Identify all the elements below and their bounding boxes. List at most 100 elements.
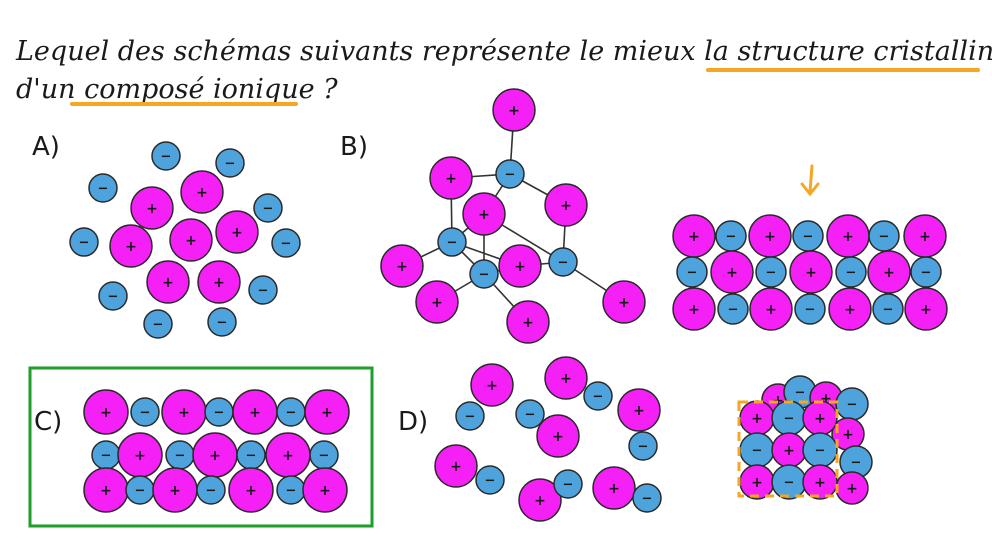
e-cation-12: +: [867, 250, 911, 294]
c-anion-9: −: [165, 440, 195, 470]
f-cation-8: +: [802, 464, 838, 500]
a-cation-10: +: [180, 170, 224, 214]
e-anion-17-circle: [794, 293, 826, 325]
c-cation-2: +: [161, 389, 207, 435]
e-anion-3-circle: [792, 220, 824, 252]
e-cation-18-circle: [828, 287, 872, 331]
c-cation-10-circle: [192, 432, 238, 478]
c-anion-13-circle: [309, 440, 339, 470]
d-anion-13: −: [632, 483, 662, 513]
c-anion-5-circle: [276, 397, 306, 427]
question-highlight-structure: structure cristalline: [738, 36, 992, 67]
e-anion-11-circle: [835, 256, 867, 288]
f-anion-1: −: [771, 400, 807, 436]
a-cation-12: +: [215, 210, 259, 254]
b-cation-7-circle: [462, 192, 506, 236]
a-anion-1-circle: [215, 148, 245, 178]
e-cation-16-circle: [749, 287, 793, 331]
question-line-2: d'un composé ionique ?: [16, 74, 338, 105]
option-a-label: A): [32, 132, 60, 162]
b-cation-11-circle: [506, 300, 550, 344]
c-anion-11-circle: [236, 440, 266, 470]
e-anion-19: −: [872, 293, 904, 325]
b-cation-6: +: [544, 183, 588, 227]
option-d-label: D): [398, 407, 428, 437]
d-cation-1: +: [544, 356, 588, 400]
e-anion-7-circle: [676, 256, 708, 288]
d-anion-11: −: [475, 465, 505, 495]
e-anion-5-circle: [868, 220, 900, 252]
c-cation-0-circle: [83, 389, 129, 435]
f-anion-3-circle: [739, 432, 775, 468]
d-cation-4: +: [434, 444, 478, 488]
a-anion-2-circle: [88, 173, 118, 203]
b-cation-8: +: [380, 244, 424, 288]
e-cation-16: +: [749, 287, 793, 331]
f-anion-1-circle: [771, 400, 807, 436]
a-anion-2: −: [88, 173, 118, 203]
b-cation-10: +: [415, 280, 459, 324]
c-cation-4-circle: [232, 389, 278, 435]
d-anion-7-circle: [455, 401, 485, 431]
question-line-2-start: d'un: [16, 74, 84, 105]
e-anion-5: −: [868, 220, 900, 252]
b-anion-3: −: [548, 247, 578, 277]
c-cation-8: +: [117, 432, 163, 478]
b-cation-10-circle: [415, 280, 459, 324]
f-back-cation-6: +: [835, 471, 869, 505]
option-c-structure: +−+−+−+−+−+−+−+−+−+−+: [83, 389, 350, 513]
a-cation-14-circle: [169, 218, 213, 262]
b-cation-8-circle: [380, 244, 424, 288]
c-anion-15-circle: [125, 475, 155, 505]
e-cation-14-circle: [672, 287, 716, 331]
d-anion-9-circle: [515, 399, 545, 429]
e-anion-3: −: [792, 220, 824, 252]
a-anion-4-circle: [69, 227, 99, 257]
selected-answer-box: [28, 366, 374, 528]
a-cation-14: +: [169, 218, 213, 262]
question-highlight-compose: composé ionique: [84, 74, 315, 105]
d-cation-5-circle: [592, 466, 636, 510]
a-anion-5: −: [271, 228, 301, 258]
d-cation-5: +: [592, 466, 636, 510]
b-cation-6-circle: [544, 183, 588, 227]
a-cation-15: +: [146, 260, 190, 304]
e-anion-15-circle: [717, 293, 749, 325]
e-cation-10-circle: [789, 250, 833, 294]
d-cation-1-circle: [544, 356, 588, 400]
d-anion-12-circle: [553, 469, 583, 499]
e-cation-4-circle: [826, 214, 870, 258]
a-cation-13: +: [109, 224, 153, 268]
e-cation-4: +: [826, 214, 870, 258]
b-anion-3-circle: [548, 247, 578, 277]
e-cation-20-circle: [904, 287, 948, 331]
c-cation-12-circle: [265, 432, 311, 478]
e-anion-9-circle: [755, 256, 787, 288]
a-cation-11: +: [130, 186, 174, 230]
f-cation-6: +: [739, 464, 775, 500]
c-anion-9-circle: [165, 440, 195, 470]
f-anion-7-circle: [771, 464, 807, 500]
b-anion-0-circle: [495, 159, 525, 189]
e-anion-19-circle: [872, 293, 904, 325]
b-cation-11: +: [506, 300, 550, 344]
d-anion-8-circle: [583, 381, 613, 411]
e-cation-0-circle: [672, 214, 716, 258]
e-cation-2-circle: [748, 214, 792, 258]
b-cation-9-circle: [498, 244, 542, 288]
question-line-1: Lequel des schémas suivants représente l…: [15, 36, 992, 67]
a-cation-16-circle: [197, 260, 241, 304]
b-anion-1: −: [437, 227, 467, 257]
e-anion-15: −: [717, 293, 749, 325]
f-anion-3: −: [739, 432, 775, 468]
e-cation-2: +: [748, 214, 792, 258]
e-anion-7: −: [676, 256, 708, 288]
e-cation-12-circle: [867, 250, 911, 294]
d-anion-10-circle: [628, 431, 658, 461]
c-cation-20: +: [302, 467, 348, 513]
e-cation-8-circle: [710, 250, 754, 294]
f-anion-5-circle: [802, 432, 838, 468]
a-anion-6-circle: [98, 281, 128, 311]
b-cation-5: +: [429, 156, 473, 200]
a-anion-4: −: [69, 227, 99, 257]
